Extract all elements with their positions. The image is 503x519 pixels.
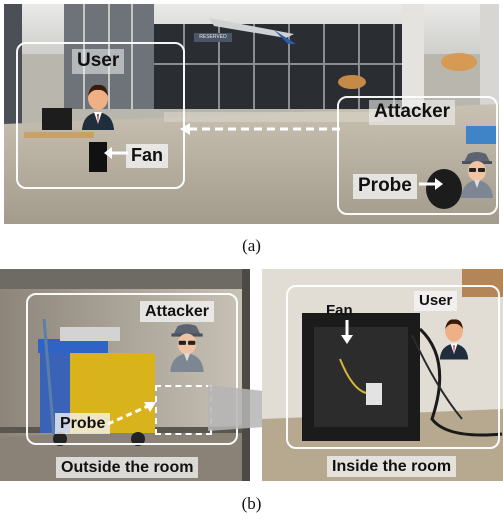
attacker-frame-a <box>337 96 498 215</box>
inside-room-label: Inside the room <box>327 456 457 478</box>
caption-b: (b) <box>241 494 262 513</box>
wall-sign: RESERVED <box>194 33 232 42</box>
user-label-b: User <box>414 291 458 311</box>
attacker-avatar-a <box>460 150 494 198</box>
probe-arrow-b <box>108 402 156 426</box>
user-avatar-b <box>438 316 470 362</box>
fan-label-a: Fan <box>126 144 169 168</box>
probe-arrow-a <box>419 178 443 190</box>
fan-arrow-a <box>104 147 128 159</box>
attacker-label-a: Attacker <box>369 100 456 125</box>
attacker-icon <box>461 152 493 198</box>
photo-panel-b-right <box>262 269 503 481</box>
probe-label-a: Probe <box>353 174 417 199</box>
fan-arrow-b <box>341 320 353 344</box>
attacker-label-b: Attacker <box>140 301 215 323</box>
room-scene <box>262 269 503 481</box>
user-icon <box>82 84 114 130</box>
fan-label-b: Fan <box>326 302 353 319</box>
user-avatar-a <box>80 84 116 130</box>
outside-frame <box>26 293 238 445</box>
eavesdrop-arrow-a <box>180 123 340 135</box>
attacker-avatar-b <box>168 322 206 372</box>
user-label-a: User <box>72 49 125 74</box>
inside-frame <box>286 285 500 449</box>
wall-sign-text: RESERVED <box>199 34 227 40</box>
user-icon <box>439 319 469 360</box>
zoom-connector <box>208 385 264 431</box>
probe-box <box>155 385 212 435</box>
probe-label-b: Probe <box>55 413 111 435</box>
user-frame-a <box>16 42 185 189</box>
outside-room-label: Outside the room <box>56 457 199 479</box>
caption-a: (a) <box>242 236 261 255</box>
attacker-icon <box>170 324 204 372</box>
